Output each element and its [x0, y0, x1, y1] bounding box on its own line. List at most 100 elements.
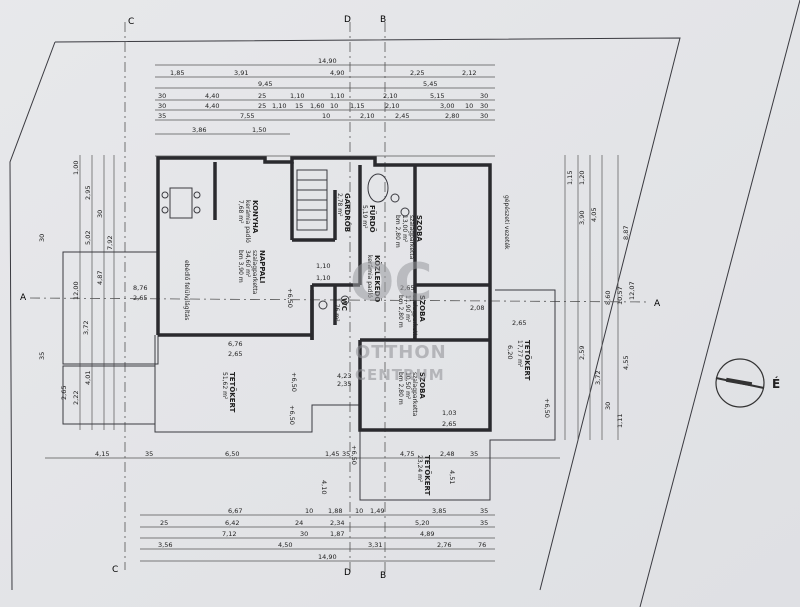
svg-text:35: 35 — [158, 112, 166, 120]
svg-text:34,60 m²: 34,60 m² — [244, 250, 251, 278]
room-szoba-1: SZOBA szalagparketta 13,00 m² bm 2,80 m — [394, 215, 423, 260]
room-wc: WC 1,76 m² — [333, 298, 348, 322]
svg-text:1,00: 1,00 — [72, 161, 80, 175]
svg-text:szalagparketta: szalagparketta — [251, 250, 258, 295]
svg-text:8,87: 8,87 — [622, 226, 630, 240]
svg-text:35: 35 — [480, 507, 488, 515]
svg-text:30: 30 — [480, 112, 488, 120]
svg-text:4,89: 4,89 — [420, 530, 434, 538]
svg-text:3,72: 3,72 — [594, 371, 602, 385]
svg-text:WC: WC — [340, 298, 348, 311]
svg-text:5,02: 5,02 — [84, 231, 92, 245]
svg-text:51,62 m²: 51,62 m² — [221, 372, 228, 400]
svg-text:25: 25 — [160, 519, 168, 527]
svg-text:30: 30 — [96, 210, 104, 218]
svg-text:2,22: 2,22 — [72, 391, 80, 405]
staircase — [296, 169, 328, 231]
note-skylight: ebédlő felülvilágítás — [183, 260, 190, 320]
agency-watermark: OC OTTHON CENTRUM — [350, 253, 446, 384]
svg-text:1,10: 1,10 — [330, 92, 344, 100]
svg-text:1,50: 1,50 — [252, 126, 266, 134]
svg-text:5,19 m²: 5,19 m² — [361, 205, 368, 229]
svg-text:2,76: 2,76 — [437, 541, 451, 549]
svg-text:TETŐKERT: TETŐKERT — [423, 455, 432, 496]
svg-text:2,78 m²: 2,78 m² — [336, 193, 343, 217]
svg-text:+6,50: +6,50 — [286, 288, 294, 308]
svg-text:6,20: 6,20 — [506, 345, 514, 359]
room-konyha: KONYHA kerámia padló 7,68 m² — [237, 200, 259, 243]
dim-top-total: 14,90 — [318, 57, 337, 65]
svg-text:kerámia padló: kerámia padló — [366, 255, 373, 298]
note-gepeszet: gépészeti vezeték — [503, 195, 510, 250]
svg-text:2,45: 2,45 — [395, 112, 409, 120]
svg-text:4,90: 4,90 — [330, 69, 344, 77]
svg-text:gépészeti vezeték: gépészeti vezeték — [503, 195, 510, 250]
room-szoba-3: SZOBA szalagparketta 10,50 m² bm 2,80 m — [397, 372, 426, 417]
svg-text:25: 25 — [258, 102, 266, 110]
svg-text:10,57: 10,57 — [616, 286, 624, 305]
svg-text:2,65: 2,65 — [228, 350, 242, 358]
svg-text:bm 2,80 m: bm 2,80 m — [394, 215, 401, 248]
watermark-logo: OC — [350, 253, 432, 313]
section-mark-c-top: C — [128, 17, 134, 27]
svg-text:4,40: 4,40 — [205, 92, 219, 100]
svg-text:bm 2,80 m: bm 2,80 m — [397, 295, 404, 328]
svg-text:25: 25 — [258, 92, 266, 100]
svg-text:+6,50: +6,50 — [350, 445, 358, 465]
svg-text:10: 10 — [322, 112, 330, 120]
section-mark-a-right: A — [654, 299, 661, 309]
svg-text:1,10: 1,10 — [272, 102, 286, 110]
svg-text:10: 10 — [355, 507, 363, 515]
bathroom-fixtures — [318, 173, 410, 310]
svg-text:10,50 m²: 10,50 m² — [404, 372, 411, 400]
svg-text:FÜRDŐ: FÜRDŐ — [368, 205, 377, 233]
svg-text:4,55: 4,55 — [622, 356, 630, 370]
room-furdo: FÜRDŐ 5,19 m² — [361, 205, 377, 233]
svg-text:KÖZLEKEDŐ: KÖZLEKEDŐ — [373, 255, 382, 302]
svg-text:35: 35 — [145, 450, 153, 458]
svg-text:2,65: 2,65 — [400, 284, 414, 292]
svg-text:6,42: 6,42 — [225, 519, 239, 527]
dimension-chain-left: 1,00 2,95 30 5,02 7,92 12,00 4,87 3,72 4… — [38, 155, 115, 430]
svg-text:15: 15 — [295, 102, 303, 110]
svg-text:2,35: 2,35 — [337, 380, 351, 388]
svg-text:13,00 m²: 13,00 m² — [401, 215, 408, 243]
compass-east-label: É — [772, 376, 780, 391]
dim-bottom-total: 14,90 — [318, 553, 337, 561]
terrace-outlines — [62, 251, 556, 501]
svg-text:30: 30 — [158, 102, 166, 110]
svg-text:2,95: 2,95 — [84, 186, 92, 200]
room-gardrob: GARDRÓB 2,78 m² — [336, 193, 352, 232]
svg-text:szalagparketta: szalagparketta — [408, 215, 415, 260]
svg-text:SZOBA: SZOBA — [415, 215, 423, 242]
room-nappali: NAPPALI szalagparketta 34,60 m² bm 3,90 … — [237, 250, 266, 295]
dimension-chain-mid: 4,15 35 6,50 1,45 35 4,75 2,48 35 — [45, 450, 560, 459]
svg-text:7,55: 7,55 — [240, 112, 254, 120]
svg-text:2,48: 2,48 — [440, 450, 454, 458]
dimension-chain-right: 1,15 1,20 3,90 4,05 8,87 8,60 10,57 12,0… — [564, 155, 636, 440]
svg-text:2,59: 2,59 — [578, 346, 586, 360]
svg-text:4,05: 4,05 — [590, 208, 598, 222]
svg-text:szalagparketta: szalagparketta — [411, 295, 418, 340]
section-mark-a-left: A — [20, 293, 27, 303]
dimension-chain-bottom: 6,67 10 1,88 10 1,49 3,85 35 25 6,42 24 … — [140, 507, 495, 562]
svg-text:11,90 m²: 11,90 m² — [404, 295, 411, 323]
svg-text:kerámia padló: kerámia padló — [244, 200, 251, 243]
svg-text:6,50: 6,50 — [225, 450, 239, 458]
svg-text:1,76 m²: 1,76 m² — [333, 298, 340, 322]
section-lines: C D B A A C D B — [20, 15, 661, 581]
svg-text:bm 3,90 m: bm 3,90 m — [237, 250, 244, 283]
svg-text:2,34: 2,34 — [330, 519, 344, 527]
svg-text:30: 30 — [158, 92, 166, 100]
svg-text:4,50: 4,50 — [278, 541, 292, 549]
svg-text:1,88: 1,88 — [328, 507, 342, 515]
svg-text:10: 10 — [330, 102, 338, 110]
svg-text:7,68 m²: 7,68 m² — [237, 200, 244, 224]
svg-text:2,10: 2,10 — [385, 102, 399, 110]
svg-text:12,00: 12,00 — [72, 281, 80, 300]
svg-text:23,24 m²: 23,24 m² — [416, 455, 423, 483]
svg-text:3,86: 3,86 — [192, 126, 206, 134]
svg-text:5,20: 5,20 — [415, 519, 429, 527]
svg-text:3,85: 3,85 — [432, 507, 446, 515]
svg-text:30: 30 — [38, 234, 46, 242]
